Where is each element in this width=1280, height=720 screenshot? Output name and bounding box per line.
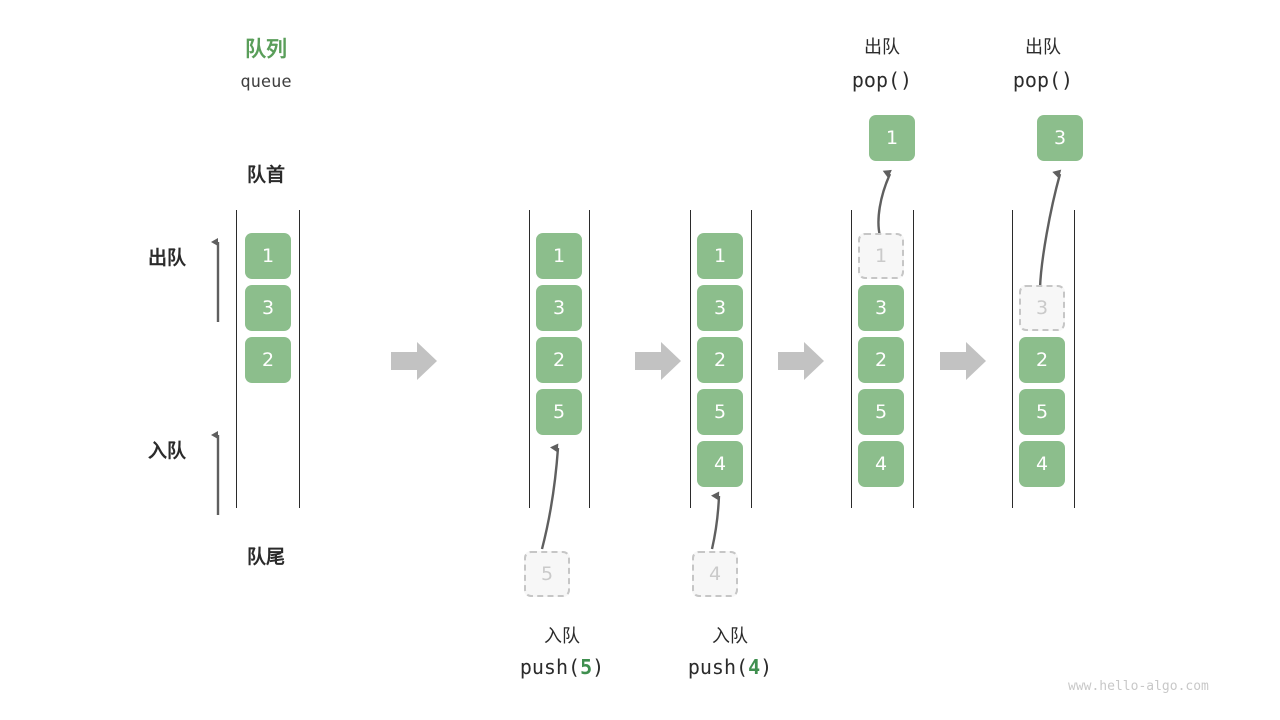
step-arrow-icon bbox=[391, 342, 437, 380]
push-op-code: push(5) bbox=[489, 655, 635, 679]
push-code-value: 4 bbox=[748, 655, 761, 679]
popped-element: 1 bbox=[869, 115, 915, 161]
queue-element: 1 bbox=[245, 233, 291, 279]
pop-op-label-cn: 出队 bbox=[1025, 37, 1061, 58]
queue-element: 5 bbox=[697, 389, 743, 435]
watermark: www.hello-algo.com bbox=[1068, 679, 1209, 694]
incoming-element-ghost: 4 bbox=[692, 551, 738, 597]
step-arrow-icon bbox=[635, 342, 681, 380]
queue-rail-right-1 bbox=[299, 210, 300, 508]
incoming-element-ghost: 5 bbox=[524, 551, 570, 597]
push-code-suffix: ) bbox=[760, 655, 773, 679]
push-op-label-cn: 入队 bbox=[544, 626, 580, 647]
queue-element-new: 4 bbox=[697, 441, 743, 487]
queue-element: 2 bbox=[245, 337, 291, 383]
queue-element: 3 bbox=[697, 285, 743, 331]
pop-op-code: pop() bbox=[1012, 68, 1074, 92]
queue-element: 3 bbox=[245, 285, 291, 331]
push-op-label-cn: 入队 bbox=[712, 626, 748, 647]
queue-element: 4 bbox=[858, 441, 904, 487]
enqueue-direction-arrow-icon bbox=[211, 431, 220, 515]
queue-element: 2 bbox=[858, 337, 904, 383]
queue-element-removed: 3 bbox=[1019, 285, 1065, 331]
queue-head-label: 队首 bbox=[246, 164, 285, 186]
queue-element: 5 bbox=[1019, 389, 1065, 435]
queue-rail-left-2 bbox=[529, 210, 530, 508]
enqueue-direction-label: 入队 bbox=[148, 440, 187, 462]
queue-element: 4 bbox=[1019, 441, 1065, 487]
dequeue-direction-label: 出队 bbox=[148, 247, 187, 269]
step-arrow-icon bbox=[940, 342, 986, 380]
queue-rail-right-2 bbox=[589, 210, 590, 508]
queue-element: 5 bbox=[858, 389, 904, 435]
queue-rail-right-5 bbox=[1074, 210, 1075, 508]
queue-element: 1 bbox=[536, 233, 582, 279]
queue-element: 2 bbox=[1019, 337, 1065, 383]
step-arrow-icon bbox=[778, 342, 824, 380]
pop-arrow-icon bbox=[1038, 169, 1062, 289]
pop-op-code: pop() bbox=[851, 68, 913, 92]
popped-element: 3 bbox=[1037, 115, 1083, 161]
dequeue-direction-arrow-icon bbox=[211, 238, 220, 322]
push-op-code: push(4) bbox=[657, 655, 803, 679]
queue-element: 1 bbox=[697, 233, 743, 279]
queue-element: 2 bbox=[536, 337, 582, 383]
push-code-value: 5 bbox=[580, 655, 593, 679]
pop-arrow-icon bbox=[877, 169, 892, 237]
push-code-prefix: push( bbox=[519, 655, 581, 679]
diagram-title-cn: 队列 bbox=[245, 37, 287, 61]
queue-rail-left-3 bbox=[690, 210, 691, 508]
queue-element-removed: 1 bbox=[858, 233, 904, 279]
queue-element: 3 bbox=[858, 285, 904, 331]
pop-op-label-cn: 出队 bbox=[864, 37, 900, 58]
queue-element: 3 bbox=[536, 285, 582, 331]
queue-rail-left-4 bbox=[851, 210, 852, 508]
queue-rail-left-1 bbox=[236, 210, 237, 508]
push-code-prefix: push( bbox=[687, 655, 749, 679]
queue-rail-left-5 bbox=[1012, 210, 1013, 508]
push-arrow-icon bbox=[540, 443, 560, 550]
diagram-title-en: queue bbox=[240, 72, 292, 92]
queue-rail-right-4 bbox=[913, 210, 914, 508]
push-code-suffix: ) bbox=[592, 655, 605, 679]
queue-element-new: 5 bbox=[536, 389, 582, 435]
push-arrow-icon bbox=[710, 491, 721, 550]
queue-rail-right-3 bbox=[751, 210, 752, 508]
queue-tail-label: 队尾 bbox=[246, 546, 285, 568]
queue-element: 2 bbox=[697, 337, 743, 383]
